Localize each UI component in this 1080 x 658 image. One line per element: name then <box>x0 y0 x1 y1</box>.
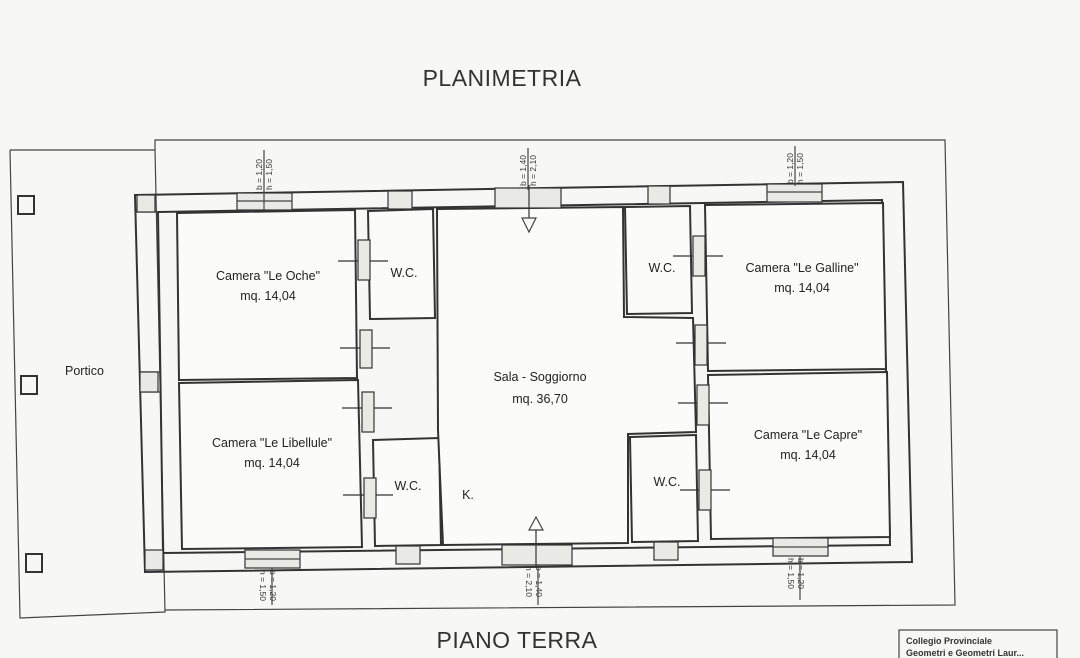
portico-outline <box>9 139 956 619</box>
room-area-sala-soggiorno: mq. 36,70 <box>512 392 568 406</box>
room-name-le-libellule: Camera "Le Libellule" <box>212 436 332 450</box>
wc-top-right <box>623 204 694 316</box>
svg-text:b = 1,40: b = 1,40 <box>518 155 528 186</box>
dim-window-top-right: b = 1,20 h = 1,50 <box>785 153 805 184</box>
dim-window-bottom-left: b = 1,20 h = 1,50 <box>258 570 278 601</box>
top-windows <box>236 183 823 211</box>
dim-window-bottom-right: b = 1,20 h = 1,50 <box>786 558 806 589</box>
floor-label: PIANO TERRA <box>437 627 598 653</box>
wc-label: W.C. <box>653 475 680 489</box>
svg-text:b = 1,40: b = 1,40 <box>534 566 544 597</box>
room-area-le-oche: mq. 14,04 <box>240 289 296 303</box>
room-le-oche <box>175 208 359 382</box>
room-name-sala-soggiorno: Sala - Soggiorno <box>493 370 586 384</box>
room-name-le-galline: Camera "Le Galline" <box>745 261 858 275</box>
wc-label: W.C. <box>648 261 675 275</box>
room-area-le-galline: mq. 14,04 <box>774 281 830 295</box>
dim-door-bottom: b = 1,40 h = 2,10 <box>524 566 544 597</box>
kitchen-label: K. <box>462 488 474 502</box>
svg-text:h = 1,50: h = 1,50 <box>264 159 274 190</box>
svg-text:h = 1,50: h = 1,50 <box>786 558 796 589</box>
wc-label: W.C. <box>394 479 421 493</box>
room-sala-soggiorno <box>435 205 698 547</box>
svg-text:h = 1,50: h = 1,50 <box>258 570 268 601</box>
svg-text:b = 1,20: b = 1,20 <box>254 159 264 190</box>
svg-text:h = 2,10: h = 2,10 <box>528 155 538 186</box>
svg-text:b = 1,20: b = 1,20 <box>268 570 278 601</box>
room-le-libellule <box>177 378 364 551</box>
svg-text:b = 1,20: b = 1,20 <box>785 153 795 184</box>
stamp: Collegio Provinciale Geometri e Geometri… <box>898 629 1058 658</box>
wc-label: W.C. <box>390 266 417 280</box>
room-area-le-libellule: mq. 14,04 <box>244 456 300 470</box>
plan-title: PLANIMETRIA <box>423 65 582 91</box>
entrance-arrow-top <box>521 185 537 234</box>
svg-text:h = 2,10: h = 2,10 <box>524 566 534 597</box>
wc-bottom-right <box>628 433 700 544</box>
wc-top-left <box>366 207 437 321</box>
room-name-le-capre: Camera "Le Capre" <box>754 428 862 442</box>
svg-text:b = 1,20: b = 1,20 <box>796 558 806 589</box>
bottom-windows <box>244 537 829 569</box>
dim-door-top: b = 1,40 h = 2,10 <box>518 155 538 186</box>
portico-label: Portico <box>65 364 104 378</box>
svg-text:Geometri e Geometri Laur...: Geometri e Geometri Laur... <box>906 648 1024 658</box>
room-area-le-capre: mq. 14,04 <box>780 448 836 462</box>
portico-column <box>25 553 43 573</box>
building-walls <box>133 180 914 574</box>
room-name-le-oche: Camera "Le Oche" <box>216 269 320 283</box>
portico-column <box>20 375 38 395</box>
svg-text:Collegio Provinciale: Collegio Provinciale <box>906 636 992 646</box>
portico-column <box>17 195 35 215</box>
entrance-arrow-bottom <box>527 515 545 568</box>
door-markers <box>338 235 730 519</box>
room-le-galline <box>703 201 888 373</box>
dim-window-top-left: b = 1,20 h = 1,50 <box>254 159 274 190</box>
svg-text:h = 1,50: h = 1,50 <box>795 153 805 184</box>
